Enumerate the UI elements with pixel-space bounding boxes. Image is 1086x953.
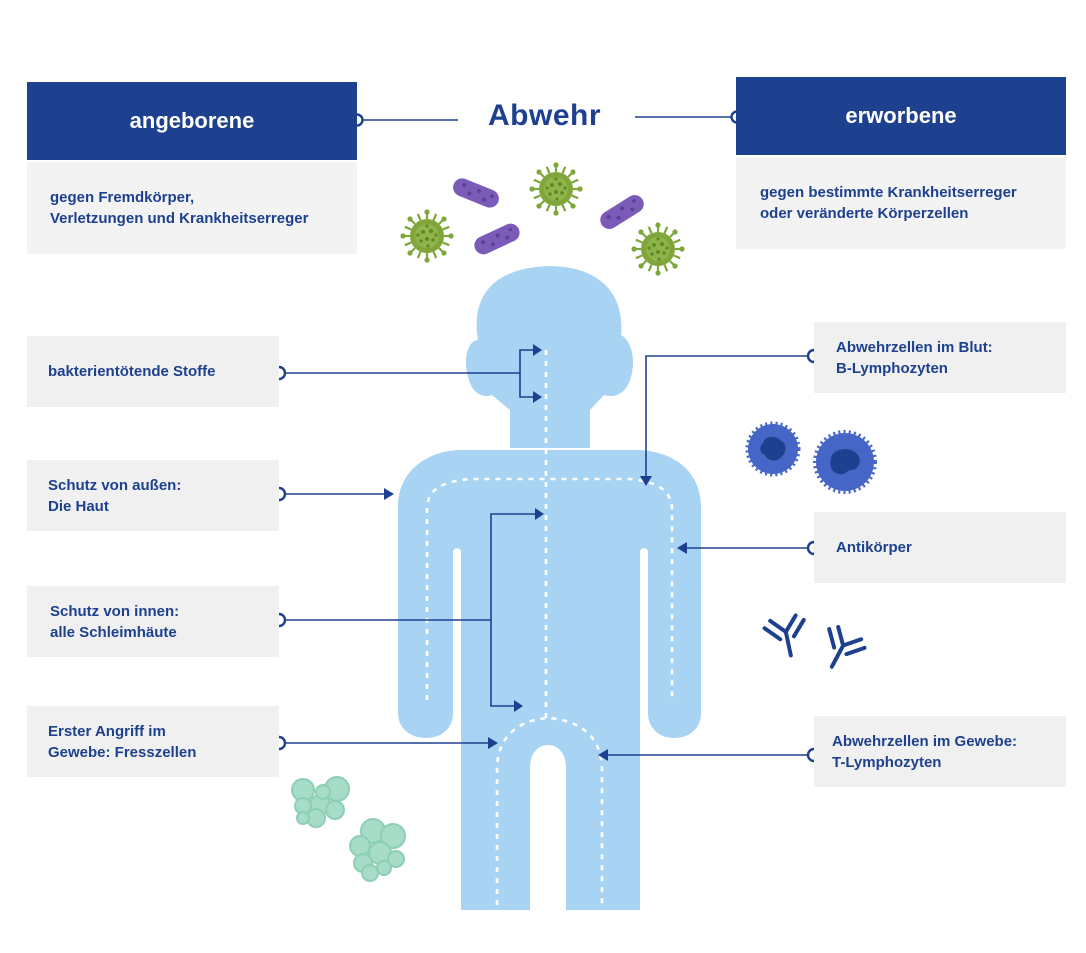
virus-icon (630, 221, 686, 277)
connector-lines (286, 116, 807, 756)
virus-icon (528, 161, 584, 217)
virus-icon (399, 208, 455, 264)
innate-description: gegen Fremdkörper, Verletzungen und Kran… (27, 162, 357, 254)
label-skin-protection: Schutz von außen: Die Haut (27, 460, 279, 531)
antibody-icon (814, 624, 867, 676)
bacterium-icon (450, 175, 502, 211)
antibody-icon (761, 612, 813, 662)
acquired-description: gegen bestimmte Krankheitserreger oder v… (736, 157, 1066, 249)
arrowheads (384, 344, 687, 761)
label-t-lymphocytes: Abwehrzellen im Gewebe: T-Lymphozyten (814, 716, 1066, 787)
phagocyte-icon (291, 776, 350, 828)
b-lymphocyte-icon (745, 421, 801, 477)
b-lymphocyte-icon (813, 430, 877, 494)
diagram-title: Abwehr (488, 99, 602, 132)
label-mucosa-protection: Schutz von innen: alle Schleimhäute (27, 586, 279, 657)
acquired-heading: erworbene (736, 77, 1066, 155)
phagocyte-icon (349, 818, 406, 882)
bacterium-icon (471, 220, 523, 258)
label-phagocytes: Erster Angriff im Gewebe: Fresszellen (27, 706, 279, 777)
body-silhouette (398, 266, 701, 910)
innate-heading: angeborene (27, 82, 357, 160)
bacterium-icon (596, 191, 648, 233)
label-antibodies: Antikörper (814, 512, 1066, 583)
dotted-guide-lines (425, 350, 674, 905)
label-b-lymphocytes: Abwehrzellen im Blut: B-Lymphozyten (814, 322, 1066, 393)
label-bactericidal-substances: bakterientötende Stoffe (27, 336, 279, 407)
